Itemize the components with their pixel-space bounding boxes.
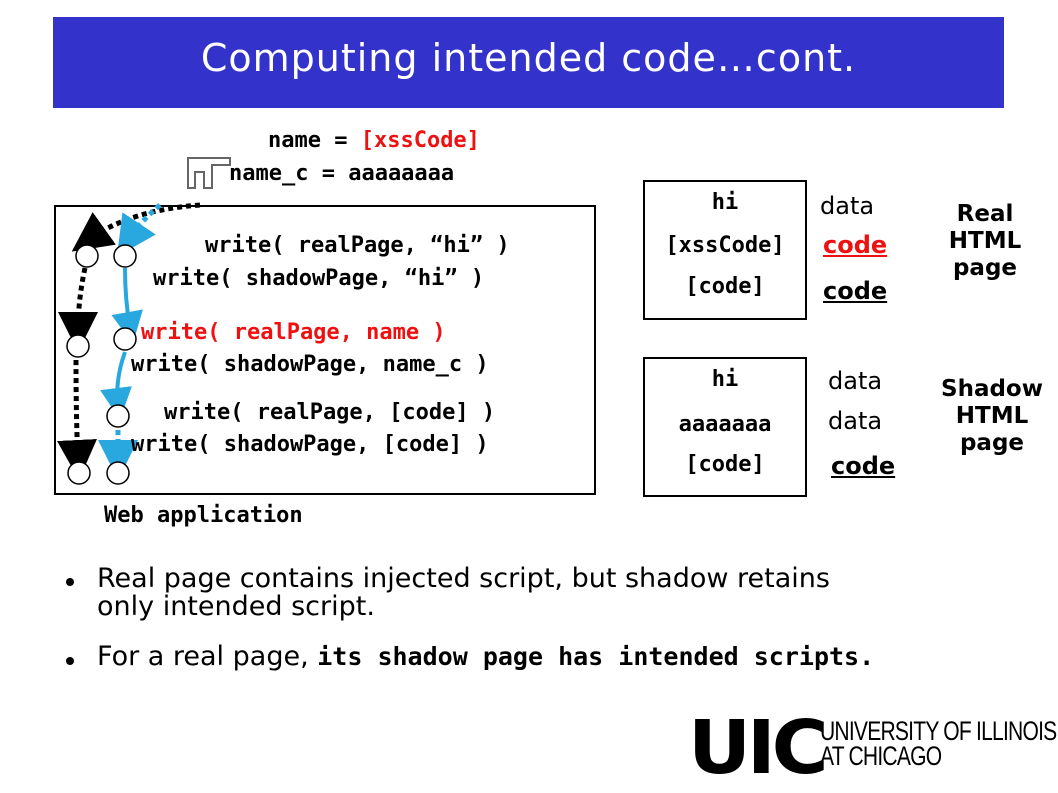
- real-flow-arrow-2: [58, 267, 99, 352]
- app-line-6: write( shadowPage, [code] ): [131, 432, 489, 457]
- real-page-caption: Real HTML page: [930, 201, 1040, 282]
- slide-title: Computing intended code…cont.: [200, 36, 857, 80]
- uic-logo-mark: UIC: [688, 705, 829, 791]
- real-kind-2: code: [823, 231, 888, 259]
- real-page-line-3: [code]: [685, 274, 765, 299]
- shadow-node-3: [106, 404, 130, 428]
- app-line-5: write( realPage, [code] ): [164, 400, 496, 425]
- real-flow-arrow-3: [57, 359, 97, 480]
- app-line-3: write( realPage, name ): [141, 320, 446, 345]
- bullet-2: For a real page, its shadow page has int…: [97, 643, 874, 671]
- shadow-node-2: [113, 327, 137, 351]
- name-assignment: name = [xssCode]: [268, 128, 480, 153]
- bullet-dot-2: [66, 657, 74, 665]
- uic-logo-line-1: UNIVERSITY OF ILLINOIS: [820, 716, 1057, 746]
- real-kind-1: data: [820, 192, 875, 220]
- bullet-1-line-1: Real page contains injected script, but …: [97, 563, 830, 594]
- real-node-2: [66, 334, 90, 358]
- shadow-page-caption: Shadow HTML page: [927, 376, 1057, 457]
- shadow-page-line-3: [code]: [685, 452, 765, 477]
- shadow-caption-line-2: HTML: [955, 403, 1029, 429]
- uic-logo-line-2: AT CHICAGO: [820, 741, 942, 771]
- app-line-4: write( shadowPage, name_c ): [131, 352, 489, 377]
- shadow-node-4: [106, 461, 130, 485]
- shadow-node-1: [113, 244, 137, 268]
- name-assignment-prefix: name =: [268, 128, 361, 153]
- shadow-kind-1: data: [828, 367, 883, 395]
- name-c-assignment: name_c = aaaaaaaa: [229, 161, 455, 186]
- real-flow-arrow-1: [71, 202, 201, 252]
- shadow-kind-3: code: [831, 452, 896, 480]
- bullet-1-line-2: only intended script.: [97, 591, 375, 622]
- real-caption-line-1: Real: [956, 201, 1014, 227]
- app-line-2: write( shadowPage, “hi” ): [153, 266, 485, 291]
- bullet-2-bold: its shadow page has intended scripts.: [317, 642, 875, 671]
- bullet-1: Real page contains injected script, but …: [97, 565, 830, 621]
- title-bar: Computing intended code…cont.: [53, 17, 1004, 108]
- real-node-3: [67, 461, 91, 485]
- bullet-dot-1: [66, 578, 74, 586]
- real-kind-3: code: [823, 277, 888, 305]
- shadow-page-box: hi aaaaaaa [code]: [643, 357, 807, 497]
- shadow-page-line-2: aaaaaaa: [678, 412, 772, 437]
- shadow-flow-arrow-3: [100, 351, 132, 420]
- input-pointer-icon: [187, 157, 231, 189]
- real-node-1: [75, 244, 99, 268]
- bullet-2-normal: For a real page,: [97, 641, 318, 672]
- web-application-caption: Web application: [104, 503, 303, 528]
- shadow-kind-2: data: [828, 407, 883, 435]
- app-line-1: write( realPage, “hi” ): [205, 233, 510, 258]
- real-caption-line-2: HTML: [948, 228, 1022, 254]
- shadow-page-line-1: hi: [711, 367, 739, 392]
- real-caption-line-3: page: [952, 255, 1018, 281]
- shadow-flow-arrow-2: [111, 267, 143, 344]
- name-assignment-value: [xssCode]: [360, 128, 480, 153]
- shadow-flow-arrow-1: [116, 203, 162, 257]
- real-page-box: hi [xssCode] [code]: [643, 180, 807, 320]
- real-page-line-1: hi: [711, 190, 739, 215]
- shadow-caption-line-3: page: [959, 430, 1025, 456]
- shadow-caption-line-1: Shadow: [941, 376, 1043, 402]
- real-page-line-2: [xssCode]: [665, 233, 785, 258]
